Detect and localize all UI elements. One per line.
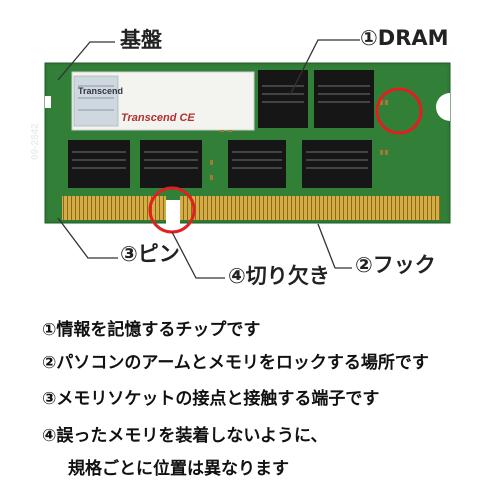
leader-pin (57, 217, 118, 259)
smd-components (210, 100, 388, 180)
description-hook: ②パソコンのアームとメモリをロックする場所です (42, 353, 429, 373)
key-notch (166, 200, 180, 224)
brand-label-text: Transcend (78, 86, 124, 96)
chip-bottom-4 (302, 140, 372, 188)
chip-top-2 (314, 70, 374, 128)
leader-dram (289, 39, 360, 96)
hook-highlight-circle (375, 87, 423, 135)
description-notch-line1: ④誤ったメモリを装着しないように、 (42, 426, 328, 446)
description-notch-line2: 規格ごとに位置は異なります (68, 459, 289, 479)
side-code-text: 09-2842 (30, 123, 41, 160)
label-substrate: 基盤 (120, 28, 162, 52)
description-dram: ①情報を記憶するチップです (42, 320, 261, 340)
chip-bottom-3 (228, 140, 286, 188)
brand-sticker-text: Transcend CE (121, 112, 195, 124)
label-pin: ③ピン (120, 242, 180, 266)
gold-pins-right (180, 196, 440, 220)
label-dram: ①DRAM (360, 26, 449, 50)
left-edge-notch (45, 96, 51, 108)
chip-bottom-1 (68, 140, 130, 188)
label-notch: ④切り欠き (228, 264, 330, 288)
label-hook: ②フック (355, 253, 436, 277)
chip-top-1 (258, 70, 308, 128)
leader-notch (171, 231, 225, 279)
leader-hook-diag (317, 223, 336, 269)
description-pin: ③メモリソケットの接点と接触する端子です (42, 389, 380, 409)
chip-bottom-2 (140, 140, 202, 188)
leader-substrate (57, 41, 115, 81)
label-hologram (73, 75, 119, 127)
hook-cutout (436, 93, 450, 121)
